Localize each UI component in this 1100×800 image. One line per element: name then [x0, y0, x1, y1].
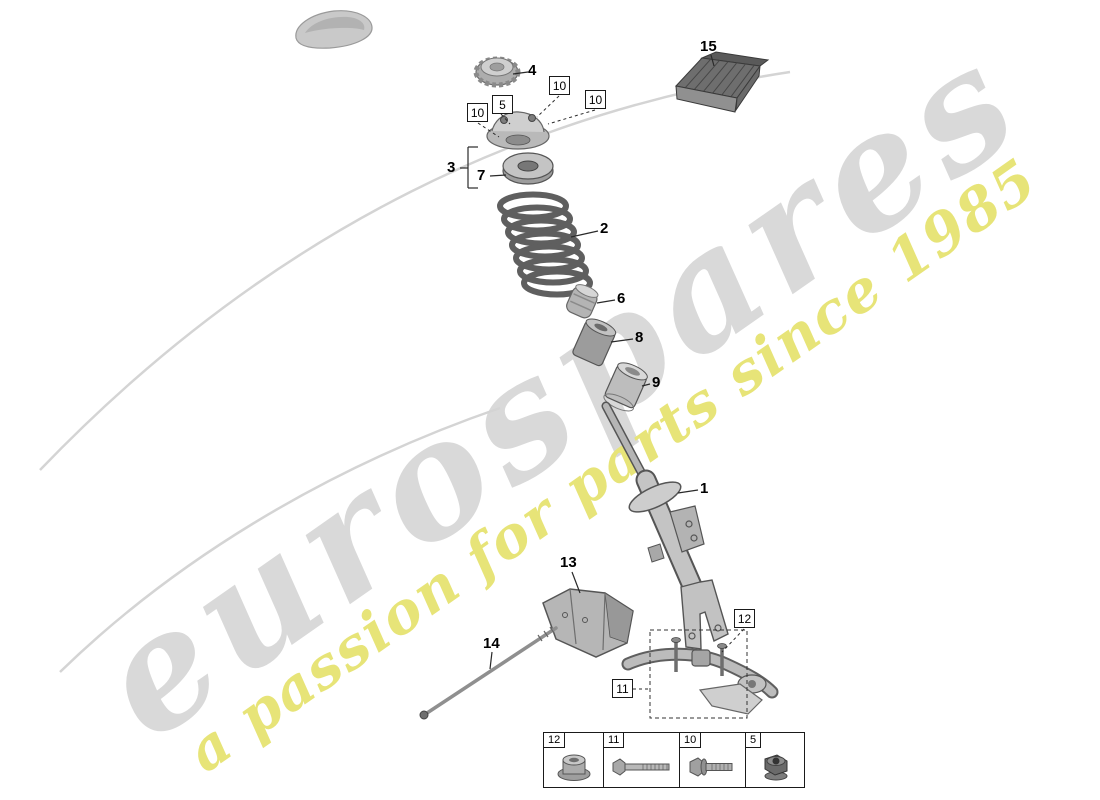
callout-part-8[interactable]: 8 — [635, 329, 644, 346]
leader-lines — [460, 54, 715, 670]
callout-part-3[interactable]: 3 — [447, 159, 456, 176]
part-cap — [473, 56, 521, 88]
callout-part-1[interactable]: 1 — [700, 480, 709, 497]
callout-part-10-c[interactable]: 10 — [467, 103, 488, 122]
part-coil-spring — [497, 191, 593, 298]
legend-number-12: 12 — [544, 733, 566, 748]
part-long-bolt — [419, 626, 558, 720]
part-shield — [542, 588, 634, 658]
callout-part-12[interactable]: 12 — [734, 609, 755, 628]
part-sleeve — [572, 318, 617, 367]
callout-part-11[interactable]: 11 — [612, 679, 633, 698]
callout-part-6[interactable]: 6 — [617, 290, 626, 307]
legend-item-5[interactable]: 5 — [746, 733, 804, 787]
legend-item-11[interactable]: 11 — [604, 733, 680, 787]
flange-nut-icon — [557, 754, 590, 781]
callout-part-14[interactable]: 14 — [483, 635, 500, 652]
callout-part-10-b[interactable]: 10 — [585, 90, 606, 109]
part-strut-mount — [486, 111, 550, 150]
part-control-module — [675, 51, 770, 113]
legend-number-5: 5 — [746, 733, 762, 748]
car-silhouette — [295, 10, 373, 49]
long-hex-bolt-icon — [612, 758, 669, 776]
swoosh-arcs — [39, 70, 791, 673]
callout-part-10-a[interactable]: 10 — [549, 76, 570, 95]
callout-part-13[interactable]: 13 — [560, 554, 577, 571]
lower-arm-assembly — [621, 629, 779, 719]
hex-nut-icon — [764, 754, 788, 781]
legend-item-12[interactable]: 12 — [544, 733, 604, 787]
dashed-leaders — [477, 95, 745, 690]
callout-part-7[interactable]: 7 — [477, 167, 486, 184]
callout-part-5[interactable]: 5 — [492, 95, 513, 114]
part-spring-bearing — [502, 152, 554, 185]
short-hex-bolt-icon — [689, 757, 732, 777]
callout-part-15[interactable]: 15 — [700, 38, 717, 55]
legend-item-10[interactable]: 10 — [680, 733, 746, 787]
legend-number-11: 11 — [604, 733, 625, 748]
callout-part-2[interactable]: 2 — [600, 220, 609, 237]
fastener-legend: 12 11 10 — [543, 732, 805, 788]
callout-part-4[interactable]: 4 — [528, 62, 537, 79]
callout-part-9[interactable]: 9 — [652, 374, 661, 391]
legend-number-10: 10 — [680, 733, 702, 748]
part-dust-tube — [603, 362, 648, 412]
part-shock-absorber — [601, 401, 729, 650]
part-bump-stop — [566, 284, 599, 319]
